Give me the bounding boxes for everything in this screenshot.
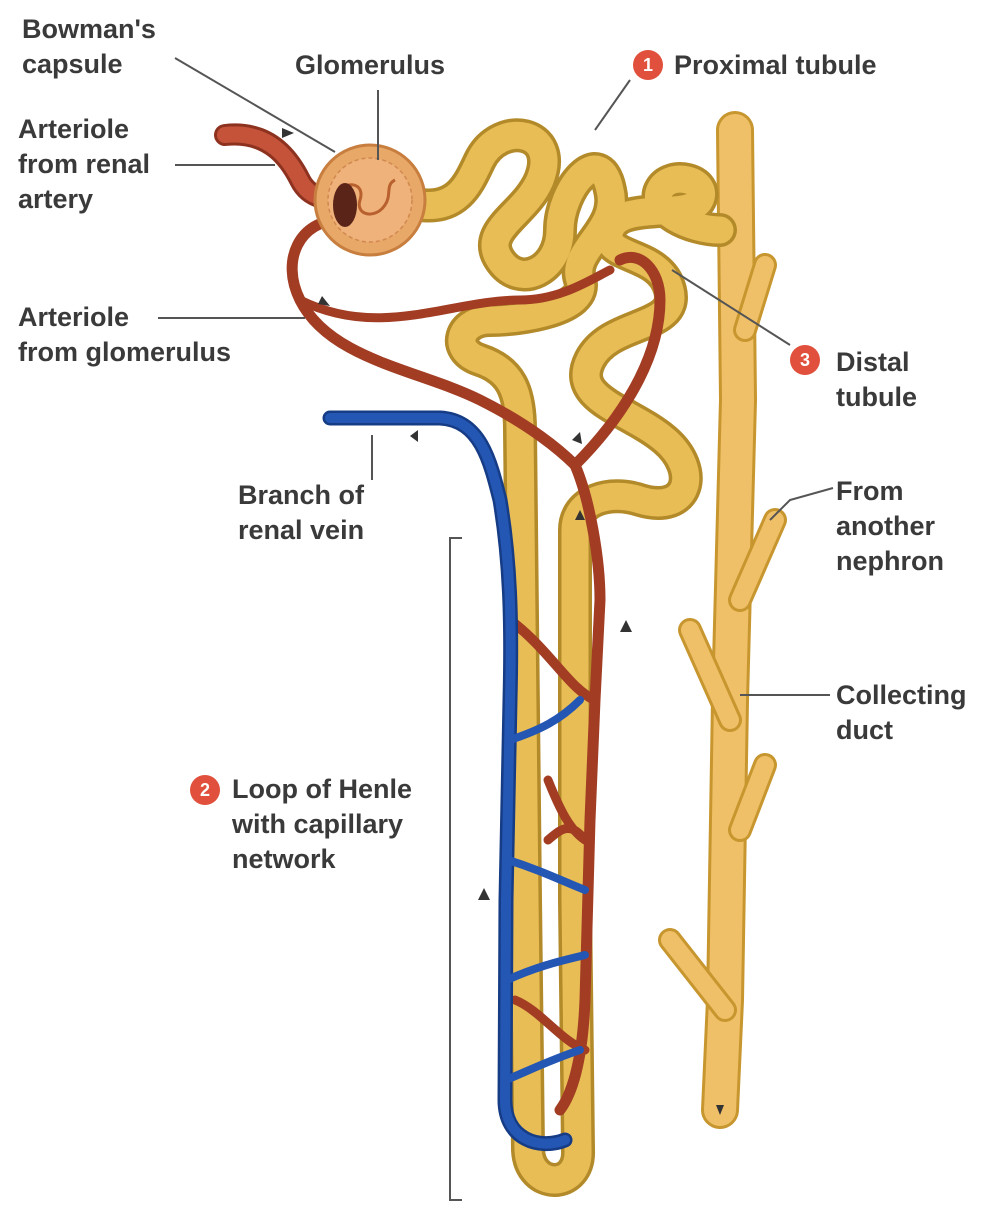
label-arteriole-from-glomerulus: Arteriole from glomerulus: [18, 300, 231, 370]
arteriole-shapes: [225, 134, 660, 1110]
glomerulus-knot: [333, 183, 357, 227]
collecting-duct-shape: [670, 130, 775, 1110]
bowmans-capsule-shape: [315, 145, 425, 255]
badge-proximal-tubule: 1: [633, 50, 663, 80]
label-branch-of-renal-vein: Branch of renal vein: [238, 478, 364, 548]
label-loop-of-henle: Loop of Henle with capillary network: [232, 772, 412, 877]
label-arteriole-from-renal-artery: Arteriole from renal artery: [18, 112, 150, 217]
label-proximal-tubule: Proximal tubule: [674, 48, 877, 83]
label-glomerulus: Glomerulus: [295, 48, 445, 83]
badge-distal-tubule: 3: [790, 345, 820, 375]
label-bowmans-capsule: Bowman's capsule: [22, 12, 156, 82]
label-from-another-nephron: From another nephron: [836, 474, 944, 579]
label-collecting-duct: Collecting duct: [836, 678, 967, 748]
label-distal-tubule: Distal tubule: [836, 345, 917, 415]
badge-loop-of-henle: 2: [190, 775, 220, 805]
